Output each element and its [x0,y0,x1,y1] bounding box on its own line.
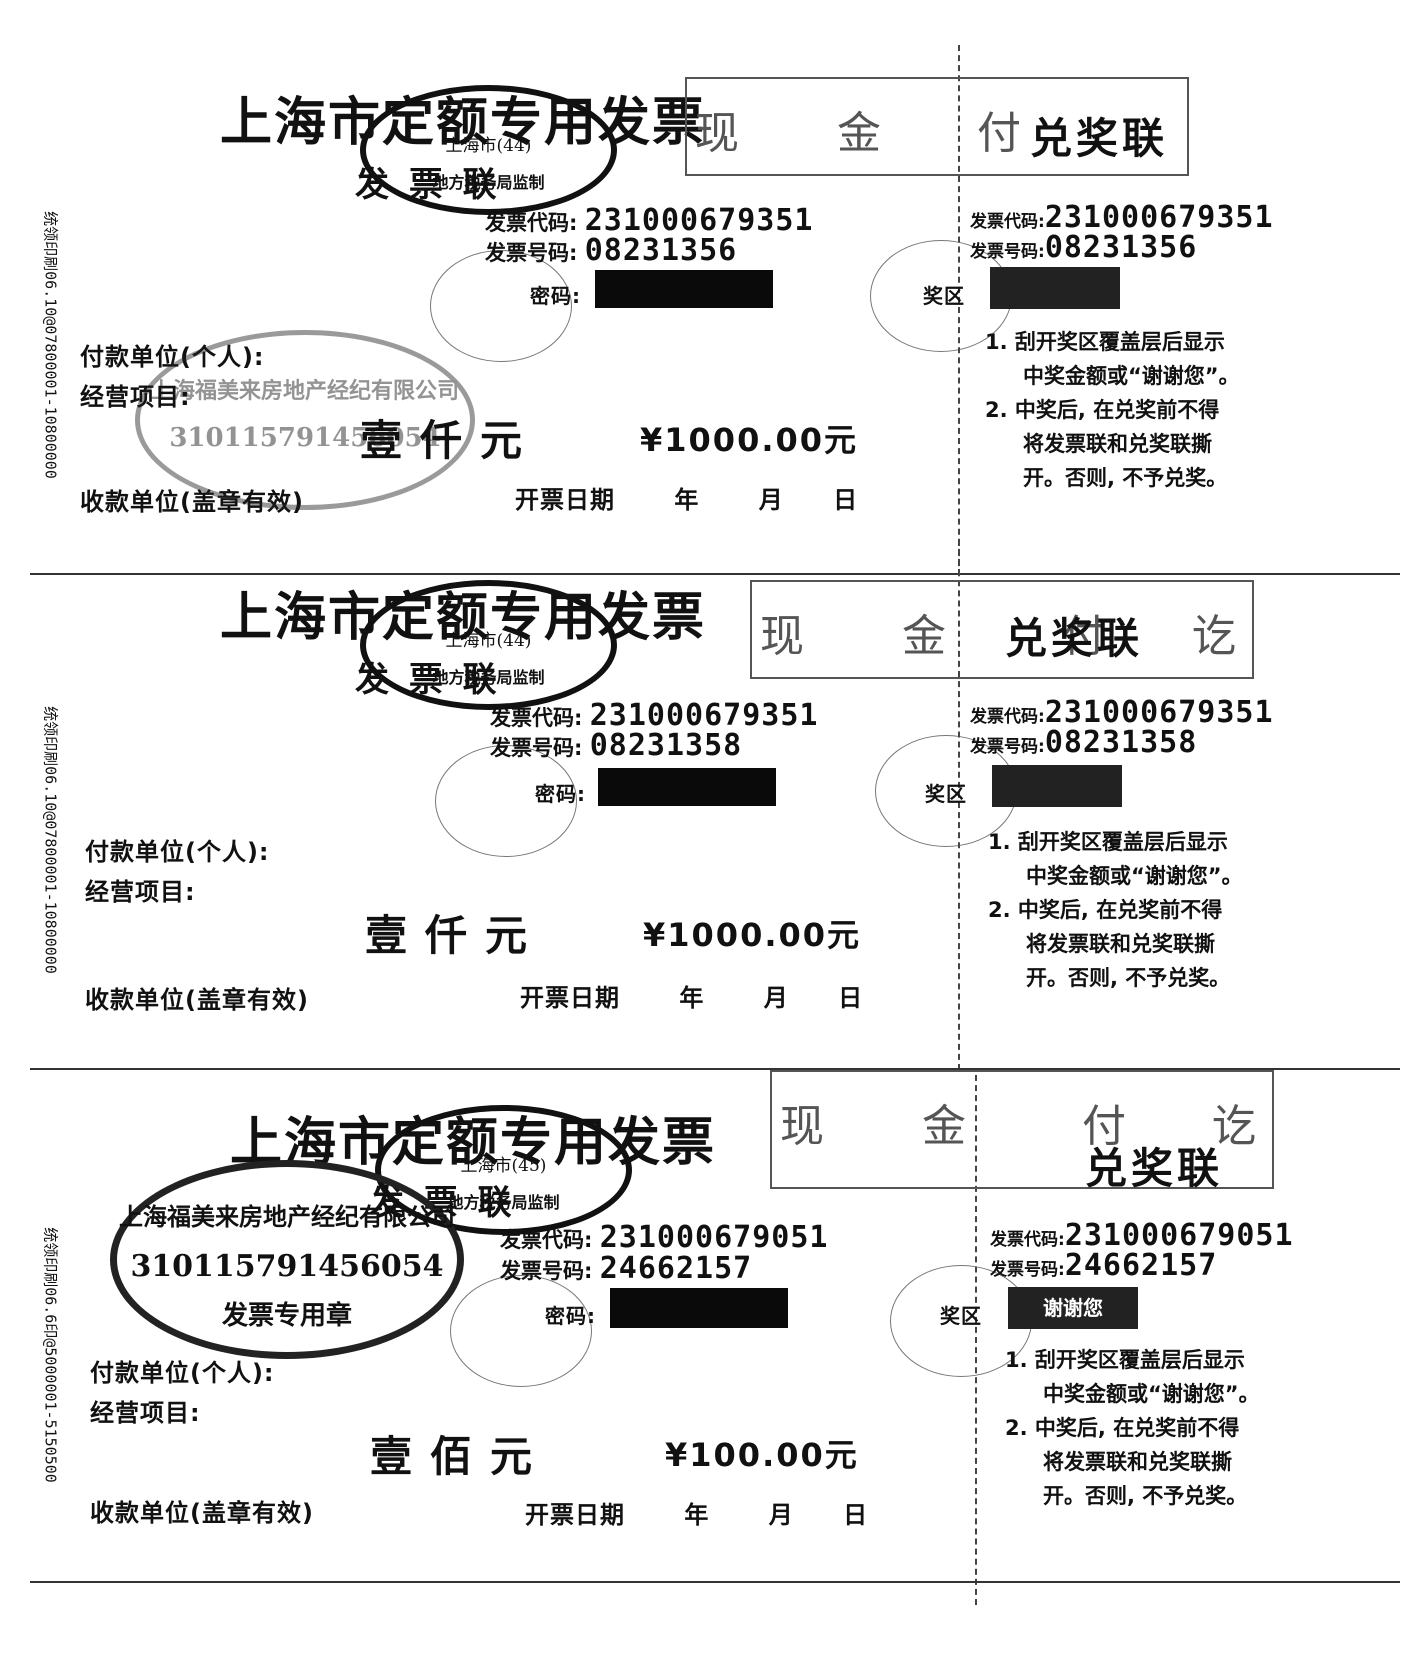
amount-number: ¥1000.00元 [640,421,859,459]
payee-label: 收款单位(盖章有效) [90,1499,314,1527]
issue-date-label: 开票日期 年 月 日 [520,984,864,1012]
prize-result: 谢谢您 [1008,1287,1138,1329]
password-redaction [598,768,776,806]
stub-copy-label: 兑奖联 [1005,614,1144,663]
prize-area-label: 奖区 [925,782,967,806]
prize-area-label: 奖区 [940,1304,982,1328]
invoice-code-row: 发票代码: 231000679351 [490,698,819,733]
stub-copy-label: 兑奖联 [1030,114,1169,163]
ticket-divider [30,1581,1400,1583]
password-label: 密码: [530,284,581,308]
password-label: 密码: [535,782,586,806]
company-seal-faint: 上海福美来房地产经纪有限公司 310115791456054 [135,330,475,510]
tax-bureau-seal: 上海市(45) 地方税务局监制 [375,1105,632,1235]
invoice-ticket-2: 统领印刷06.10@07800001-10800000 上海市定额专用发票 上海… [30,540,1400,1070]
payer-label: 付款单位(个人): [85,838,270,866]
stub-number-row: 发票号码:08231356 [970,230,1198,265]
prize-scratch-area [992,765,1122,807]
password-redaction [595,270,773,308]
invoice-number-row: 发票号码: 08231358 [490,728,743,763]
payer-label: 付款单位(个人): [90,1359,275,1387]
issue-date-label: 开票日期 年 月 日 [515,486,859,514]
business-item-label: 经营项目: [90,1399,201,1427]
prize-area-label: 奖区 [923,284,965,308]
password-redaction [610,1288,788,1328]
stub-number-row: 发票号码:08231358 [970,725,1198,760]
cash-paid-stamp: 现 金 付 [685,77,1189,176]
stub-copy-label: 兑奖联 [1085,1144,1224,1193]
printer-side-text: 统领印刷06.10@07800001-10800000 [41,706,60,974]
invoice-copy-label: 发 票 联 [355,165,501,205]
invoice-code-row: 发票代码: 231000679351 [485,203,814,238]
amount-number: ¥1000.00元 [643,916,862,954]
issue-date-label: 开票日期 年 月 日 [525,1501,869,1529]
prize-instructions: 1. 刮开奖区覆盖层后显示 中奖金额或“谢谢您”。 2. 中奖后, 在兑奖前不得… [1005,1348,1260,1508]
watermark-loop-1 [435,745,577,857]
cash-paid-stamp: 现 金 付 讫 [750,580,1254,679]
stub-number-row: 发票号码:24662157 [990,1248,1218,1283]
invoice-code-row: 发票代码: 231000679051 [500,1220,829,1255]
business-item-label: 经营项目: [85,878,196,906]
printer-side-text: 统领印刷06.6印@5000001-5150500 [41,1227,60,1483]
password-label: 密码: [545,1304,596,1328]
prize-instructions: 1. 刮开奖区覆盖层后显示 中奖金额或“谢谢您”。 2. 中奖后, 在兑奖前不得… [985,330,1240,490]
watermark-loop-1 [450,1275,592,1387]
stub-code-row: 发票代码:231000679351 [970,695,1274,730]
tax-bureau-seal: 上海市(44) 地方税务局监制 [360,85,617,215]
invoice-number-row: 发票号码: 24662157 [500,1251,753,1286]
amount-number: ¥100.00元 [665,1436,859,1474]
invoice-number-row: 发票号码: 08231356 [485,233,738,268]
invoice-copy-label: 发 票 联 [355,660,501,700]
prize-scratch-area [990,267,1120,309]
amount-chinese: 壹仟元 [365,911,546,960]
ticket-divider [30,573,1400,575]
stub-code-row: 发票代码:231000679051 [990,1218,1294,1253]
tax-bureau-seal: 上海市(44) 地方税务局监制 [360,580,617,710]
perforation-line [958,45,960,575]
watermark-loop-1 [430,250,572,362]
company-invoice-seal: 上海福美来房地产经纪有限公司 310115791456054 发票专用章 [110,1160,464,1359]
invoice-ticket-1: 统领印刷06.10@07800001-10800000 上海市定额专用发票 上海… [30,45,1400,575]
amount-chinese: 壹佰元 [370,1432,551,1481]
cash-paid-stamp: 现 金 付 讫 [770,1070,1274,1189]
printer-side-text: 统领印刷06.10@07800001-10800000 [41,211,60,479]
ticket-divider [30,1068,1400,1070]
perforation-line [975,1075,977,1605]
payee-label: 收款单位(盖章有效) [85,986,309,1014]
stub-code-row: 发票代码:231000679351 [970,200,1274,235]
perforation-line [958,540,960,1070]
prize-instructions: 1. 刮开奖区覆盖层后显示 中奖金额或“谢谢您”。 2. 中奖后, 在兑奖前不得… [988,830,1243,990]
invoice-ticket-3: 统领印刷06.6印@5000001-5150500 上海市定额专用发票 上海市(… [30,1070,1400,1605]
